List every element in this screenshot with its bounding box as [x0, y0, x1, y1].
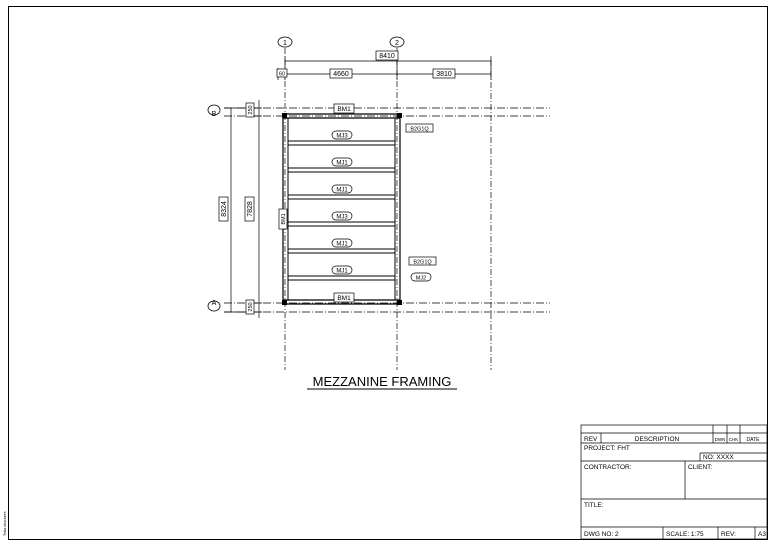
svg-text:MJ2: MJ2 [416, 276, 426, 282]
tb-no: NO: XXXX [703, 454, 734, 461]
tb-scale: SCALE: 1:75 [666, 531, 704, 538]
joist-tag: MJ3 [331, 130, 353, 140]
dim-left-overall: 8324 [218, 196, 229, 222]
svg-text:MJ1: MJ1 [336, 188, 348, 194]
tb-dwn-header: DWN [715, 437, 726, 442]
svg-text:1: 1 [283, 40, 287, 47]
side-note: Tekla structures [3, 511, 7, 536]
tag-bottom-beam: BM1 [333, 292, 355, 303]
svg-text:MJ1: MJ1 [336, 269, 348, 275]
tb-date-header: DATE [747, 437, 761, 443]
dim-left-inner: 7828 [244, 196, 255, 222]
svg-text:A: A [212, 300, 217, 307]
tb-chk-header: CHK [729, 437, 739, 442]
svg-text:60: 60 [279, 72, 285, 78]
sheet-border [8, 6, 768, 540]
tb-dwg-no: DWG NO: 2 [584, 531, 619, 538]
tb-contractor: CONTRACTOR: [584, 464, 632, 471]
svg-text:MJ1: MJ1 [336, 242, 348, 248]
joist-tag: MJ1 [331, 238, 353, 248]
tb-client: CLIENT: [688, 464, 712, 471]
framing-outline [282, 113, 401, 305]
svg-text:MJ1: MJ1 [336, 161, 348, 167]
grid-bubble-1: 1 [277, 36, 293, 48]
drawing-title: MEZZANINE FRAMING [313, 374, 452, 389]
title-block [580, 424, 768, 540]
grid-bubble-2: 2 [389, 36, 405, 48]
tb-rev-header: REV [584, 436, 598, 443]
dim-top-bay-2: 3810 [432, 68, 456, 79]
tb-size: A3 [758, 531, 766, 538]
joist-lines [288, 140, 395, 281]
dim-left-bottom-small: 250 [245, 299, 255, 315]
joist-tag: MJ3 [331, 211, 353, 221]
svg-text:250: 250 [248, 302, 254, 311]
svg-text:8410: 8410 [379, 53, 395, 60]
svg-text:BM1: BM1 [337, 295, 351, 302]
svg-text:250: 250 [248, 105, 254, 114]
svg-text:B: B [212, 111, 217, 118]
columns [282, 113, 402, 305]
joist-tag: MJ1 [331, 157, 353, 167]
grid-bubble-B: B [207, 104, 221, 118]
grid-lines [224, 48, 550, 370]
grid-bubble-A: A [207, 300, 221, 312]
svg-text:4660: 4660 [333, 71, 349, 78]
tb-title: TITLE: [584, 502, 604, 509]
tb-project: PROJECT: FHT [584, 445, 630, 452]
svg-text:MJ3: MJ3 [336, 215, 348, 221]
dim-top-overall: 8410 [375, 50, 399, 61]
dim-top-left-small: 60 [276, 68, 288, 78]
tag-left-beam: BM1 [278, 208, 288, 230]
tag-right-small: MJ2 [410, 272, 432, 282]
tb-rev: REV: [721, 531, 736, 538]
joist-tag: MJ1 [331, 265, 353, 275]
dim-top-bay-1: 4660 [329, 68, 353, 79]
svg-text:3810: 3810 [436, 71, 452, 78]
tb-description-header: DESCRIPTION [635, 436, 680, 443]
tag-right-top: B2G1Q [405, 123, 434, 133]
svg-text:B2G1Q: B2G1Q [410, 127, 429, 133]
svg-text:2: 2 [395, 40, 399, 47]
left-dimensions [224, 100, 262, 318]
svg-text:BM1: BM1 [337, 106, 351, 113]
svg-text:7828: 7828 [247, 201, 254, 217]
tag-right-mid: B2G1Q [408, 256, 437, 266]
svg-text:BM1: BM1 [281, 213, 287, 224]
svg-text:B2G1Q: B2G1Q [413, 260, 432, 266]
tag-top-beam: BM1 [333, 103, 355, 114]
joist-tag: MJ1 [331, 184, 353, 194]
svg-text:MJ3: MJ3 [336, 134, 348, 140]
svg-text:8324: 8324 [221, 201, 228, 217]
dim-left-top-small: 250 [245, 102, 255, 118]
